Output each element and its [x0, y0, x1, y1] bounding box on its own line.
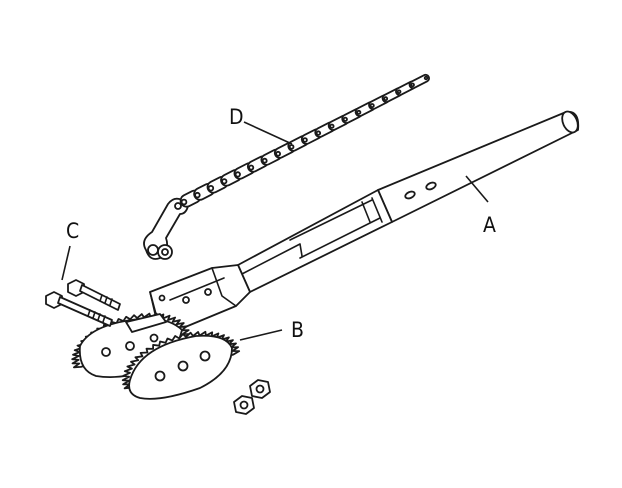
wrench-jaws	[71, 312, 241, 400]
chain-pin	[194, 191, 201, 199]
chain-pin	[261, 157, 268, 164]
chain-pin	[329, 123, 335, 129]
callout-c-leader	[61, 245, 71, 281]
callout-c: C	[66, 219, 79, 243]
chain-pin	[369, 103, 375, 109]
callout-b-leader	[239, 329, 283, 341]
chain-pin	[410, 82, 415, 88]
callout-d-leader	[243, 121, 293, 145]
wrench-chain	[143, 73, 430, 260]
chain-pin	[275, 150, 282, 157]
chain-pin	[221, 178, 228, 185]
bolts	[45, 279, 121, 327]
chain-pin	[423, 75, 429, 81]
nuts	[233, 379, 271, 415]
wrench-handle	[149, 110, 580, 331]
callout-a-leader	[465, 175, 489, 203]
chain-pin	[356, 109, 362, 115]
chain-pin	[383, 96, 389, 102]
chain-pin	[342, 116, 348, 122]
callout-a: A	[483, 213, 496, 237]
chain-pin	[248, 164, 255, 171]
chain-pin	[288, 144, 295, 150]
chain-pin	[180, 198, 188, 206]
chain-pin	[234, 171, 241, 178]
chain-links	[179, 73, 430, 208]
callout-b: B	[291, 318, 304, 342]
chain-link	[408, 73, 430, 90]
chain-pin	[302, 137, 308, 143]
callout-d: D	[229, 105, 244, 129]
chain-pin	[315, 130, 322, 136]
chain-pin	[396, 89, 402, 95]
chain-pin	[207, 184, 215, 192]
